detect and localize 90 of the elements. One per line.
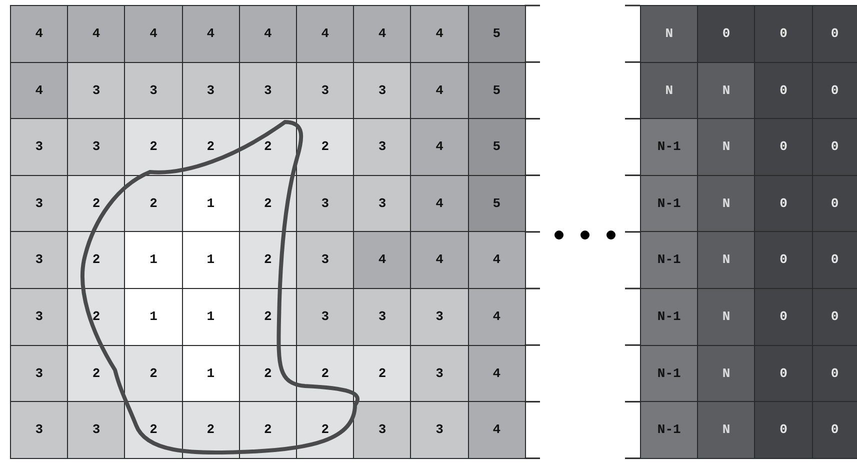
grid-cell: 4 xyxy=(67,5,126,63)
grid-cell: 0 xyxy=(697,5,756,63)
grid-cell: 5 xyxy=(468,5,526,63)
grid-cell: N-1 xyxy=(640,118,698,176)
grid-cell: 3 xyxy=(10,288,68,346)
grid-cell: 2 xyxy=(296,401,354,459)
grid-cell: N-1 xyxy=(640,401,698,459)
grid-cell: N-1 xyxy=(640,174,698,232)
grid-cell: 0 xyxy=(754,401,813,459)
grid-cell: 3 xyxy=(10,344,68,402)
grid-cell: 4 xyxy=(410,231,469,289)
grid-cell: 3 xyxy=(182,62,240,120)
grid-cell: 5 xyxy=(468,118,526,176)
grid-cell: 2 xyxy=(124,174,183,232)
grid-cell: 3 xyxy=(353,401,412,459)
grid-cell: 0 xyxy=(754,62,813,120)
grid-cell: 2 xyxy=(238,231,297,289)
grid-cell: 0 xyxy=(754,5,813,63)
grid-cell: 2 xyxy=(353,344,412,402)
grid-cell: 3 xyxy=(353,62,412,120)
grid-cell: N xyxy=(697,118,756,176)
grid-cell: 0 xyxy=(812,231,857,289)
grid-cell: 2 xyxy=(238,401,297,459)
grid-cell: 3 xyxy=(67,401,126,459)
grid-cell: 3 xyxy=(10,118,68,176)
grid-cell: N xyxy=(697,62,756,120)
grid-cell: 4 xyxy=(124,5,183,63)
grid-cell: 3 xyxy=(67,118,126,176)
grid-cell: N-1 xyxy=(640,231,698,289)
grid-cell: N xyxy=(640,5,698,63)
grid-cell: 4 xyxy=(468,231,526,289)
grid-cell: 2 xyxy=(67,231,126,289)
grid-cell: 4 xyxy=(468,344,526,402)
grid-cell: 3 xyxy=(10,231,68,289)
grid-cell: 5 xyxy=(468,62,526,120)
grid-cell: N xyxy=(697,288,756,346)
grid-cell: 4 xyxy=(468,401,526,459)
grid-cell: 2 xyxy=(124,344,183,402)
grid-cell: 2 xyxy=(67,288,126,346)
grid-cell: 0 xyxy=(812,62,857,120)
grid-cell: 4 xyxy=(353,231,412,289)
grid-cell: 0 xyxy=(812,344,857,402)
grid-cell: 3 xyxy=(238,62,297,120)
grid-cell: 0 xyxy=(812,174,857,232)
grid-cell: 4 xyxy=(238,5,297,63)
grid-cell: 4 xyxy=(10,62,68,120)
grid-cell: 0 xyxy=(812,288,857,346)
grid-cell: 3 xyxy=(10,174,68,232)
grid-cell: 2 xyxy=(238,288,297,346)
grid-cell: 2 xyxy=(182,401,240,459)
grid-cell: 4 xyxy=(468,288,526,346)
grid-cell: 2 xyxy=(296,118,354,176)
grid-cell: N-1 xyxy=(640,288,698,346)
grid-cell: 2 xyxy=(124,118,183,176)
grid-cell: N xyxy=(697,174,756,232)
grid-cell: 0 xyxy=(812,401,857,459)
grid-cell: 0 xyxy=(754,344,813,402)
grid-cell: 0 xyxy=(812,118,857,176)
grid-cell: 4 xyxy=(410,118,469,176)
grid-cell: N xyxy=(697,231,756,289)
grid-cell: 3 xyxy=(67,62,126,120)
grid-cell: 0 xyxy=(812,5,857,63)
grid-cell: 4 xyxy=(182,5,240,63)
grid-cell: 0 xyxy=(754,174,813,232)
grid-cell: 3 xyxy=(410,288,469,346)
grid-cell: 4 xyxy=(410,174,469,232)
grid-cell: 0 xyxy=(754,118,813,176)
grid-cell: 3 xyxy=(353,118,412,176)
grid-cell: 3 xyxy=(296,288,354,346)
grid-cell: 3 xyxy=(10,401,68,459)
grid-cell: N xyxy=(697,401,756,459)
grid-cell: 3 xyxy=(410,344,469,402)
grid-cell: N xyxy=(697,344,756,402)
grid-cell: 3 xyxy=(296,231,354,289)
grid-cell: 0 xyxy=(754,288,813,346)
grid-cell: 4 xyxy=(410,62,469,120)
grid-cell: 3 xyxy=(124,62,183,120)
grid-cell: N xyxy=(640,62,698,120)
grid-cell: 3 xyxy=(410,401,469,459)
grid-cell: 3 xyxy=(296,174,354,232)
grid-cell: 4 xyxy=(10,5,68,63)
grid-cell: 5 xyxy=(468,174,526,232)
grid-cell: 4 xyxy=(353,5,412,63)
grid-cell: N-1 xyxy=(640,344,698,402)
grid-cell: 3 xyxy=(296,62,354,120)
grid-cell: 3 xyxy=(353,288,412,346)
grid-cell: 4 xyxy=(410,5,469,63)
grid-cell: 3 xyxy=(353,174,412,232)
grid-cell: 0 xyxy=(754,231,813,289)
grid-cell: 4 xyxy=(296,5,354,63)
